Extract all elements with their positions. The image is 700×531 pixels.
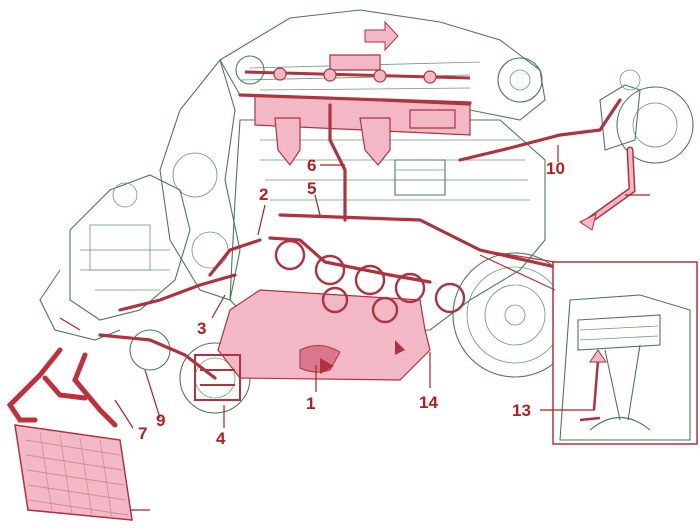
oil-cooler-hose-a <box>6 347 63 423</box>
oil-cooler-hose-b <box>72 352 118 428</box>
crank-gallery <box>268 236 432 284</box>
callout-3-oil-pump-drive: 3 <box>197 319 207 338</box>
callout-10-turbo-feed: 10 <box>546 159 565 178</box>
oil-sump <box>217 289 431 381</box>
oil-pump-area <box>98 238 262 401</box>
oil-cooler <box>14 424 133 521</box>
callout-13-piston-jet: 13 <box>512 401 531 420</box>
callout-2-oil-pressure-sender: 2 <box>259 185 269 204</box>
flow-arrows <box>320 20 597 374</box>
callout-leaders <box>59 145 650 511</box>
oil-cooler-hose-c <box>42 375 88 401</box>
main-oil-gallery <box>278 213 562 270</box>
piston-cooling-inset <box>552 261 698 445</box>
callout-5-main-gallery: 5 <box>307 179 317 198</box>
callout-6-riser-pipe: 6 <box>307 156 317 175</box>
callout-1-sump: 1 <box>306 394 316 413</box>
callout-7-cooler-hose: 7 <box>138 424 148 443</box>
callout-9-filter-housing: 9 <box>156 411 166 430</box>
oil-galleries <box>254 54 471 167</box>
head-feed <box>238 93 472 105</box>
turbo-feed-line <box>458 98 622 162</box>
crankshaft <box>274 239 466 324</box>
callout-4-oil-pump: 4 <box>216 429 226 448</box>
riser-pipe <box>328 103 347 222</box>
camshaft <box>244 67 471 84</box>
callout-14-drain-plug: 14 <box>419 393 438 412</box>
